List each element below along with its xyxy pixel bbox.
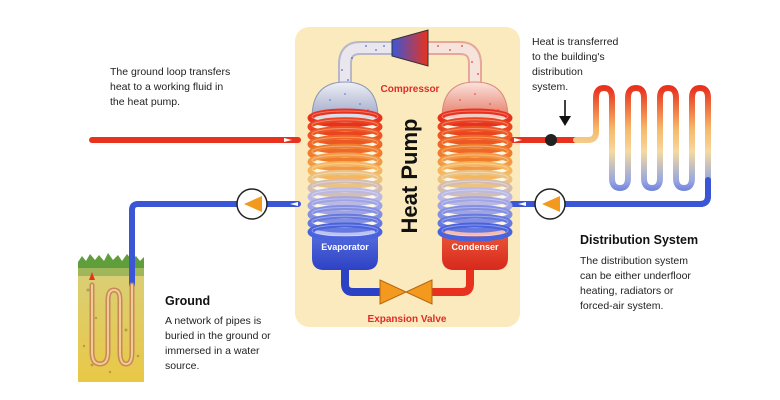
- note-line: the heat pump.: [110, 96, 181, 108]
- coil-turn: [437, 134, 513, 154]
- coil-turn: [307, 161, 383, 181]
- coil-turn: [437, 187, 513, 207]
- distribution-description: The distribution system can be either un…: [580, 254, 691, 314]
- arrow-down-icon: [559, 100, 571, 126]
- coil-turn: [307, 134, 383, 154]
- note-line: immersed in a water: [165, 345, 260, 357]
- note-line: source.: [165, 360, 200, 372]
- expansion-loop: [341, 270, 474, 296]
- coil-turn: [307, 187, 383, 207]
- coil-turn: [437, 152, 513, 172]
- coil-turn: [437, 222, 513, 242]
- note-line: The ground loop transfers: [110, 66, 231, 78]
- junction-dot: [545, 134, 557, 146]
- coil-turn: [307, 108, 383, 128]
- coil-turn: [307, 204, 383, 224]
- coil-turn: [307, 178, 383, 198]
- ground-title: Ground: [165, 294, 211, 308]
- ground-pipe-loop: [89, 137, 301, 367]
- coil-turn: [437, 169, 513, 189]
- coil-turn: [437, 204, 513, 224]
- expansion-valve-icon: [379, 279, 433, 305]
- coil-highlight: [311, 224, 379, 237]
- note-line: buried in the ground or: [165, 330, 271, 342]
- note-line: to the building's: [532, 51, 605, 63]
- coil-turn: [307, 213, 383, 233]
- coil-turn: [437, 117, 513, 137]
- note-line: heat to a working fluid in: [110, 81, 224, 93]
- compressor-loop: [338, 41, 482, 90]
- condenser-coil: [437, 108, 513, 242]
- distribution-pipe-loop: [509, 85, 711, 207]
- evaporator-label: Evaporator: [321, 242, 369, 252]
- coil-turn: [437, 213, 513, 233]
- condenser-dome: [441, 81, 509, 119]
- ground-description: A network of pipes is buried in the grou…: [165, 314, 271, 374]
- evaporator-coil: [307, 108, 383, 242]
- distribution-title: Distribution System: [580, 233, 699, 247]
- coil-turn: [437, 178, 513, 198]
- coil-turn: [307, 169, 383, 189]
- note-line: can be either underfloor: [580, 270, 691, 282]
- coil-turn: [437, 126, 513, 146]
- note-line: Heat is transferred: [532, 36, 619, 48]
- note-line: heating, radiators or: [580, 285, 674, 297]
- note-line: The distribution system: [580, 255, 688, 267]
- expansion-valve-label: Expansion Valve: [368, 314, 447, 325]
- note-line: distribution: [532, 66, 583, 78]
- coil-turn: [437, 143, 513, 163]
- coil-turn: [307, 152, 383, 172]
- note-line: forced-air system.: [580, 300, 664, 312]
- note-line: system.: [532, 81, 569, 93]
- heat-transfer-note: Heat is transferred to the building's di…: [532, 35, 618, 95]
- distribution-pump-icon: [534, 188, 566, 220]
- coil-turn: [437, 161, 513, 181]
- coil-turn: [307, 117, 383, 137]
- coil-turn: [307, 222, 383, 242]
- coil-turn: [307, 196, 383, 216]
- coil-highlight: [441, 224, 509, 237]
- coil-turn: [307, 126, 383, 146]
- compressor-label: Compressor: [381, 84, 440, 95]
- note-line: A network of pipes is: [165, 315, 262, 327]
- coil-turn: [307, 143, 383, 163]
- heat-pump-title: Heat Pump: [397, 119, 422, 234]
- compressor-icon: [391, 29, 429, 67]
- coil-turn: [437, 108, 513, 128]
- condenser-label: Condenser: [451, 242, 499, 252]
- ground-loop-note: The ground loop transfers heat to a work…: [110, 65, 230, 110]
- coil-turn: [437, 196, 513, 216]
- flow-arrows: [284, 138, 526, 206]
- ground-pump-icon: [236, 188, 268, 220]
